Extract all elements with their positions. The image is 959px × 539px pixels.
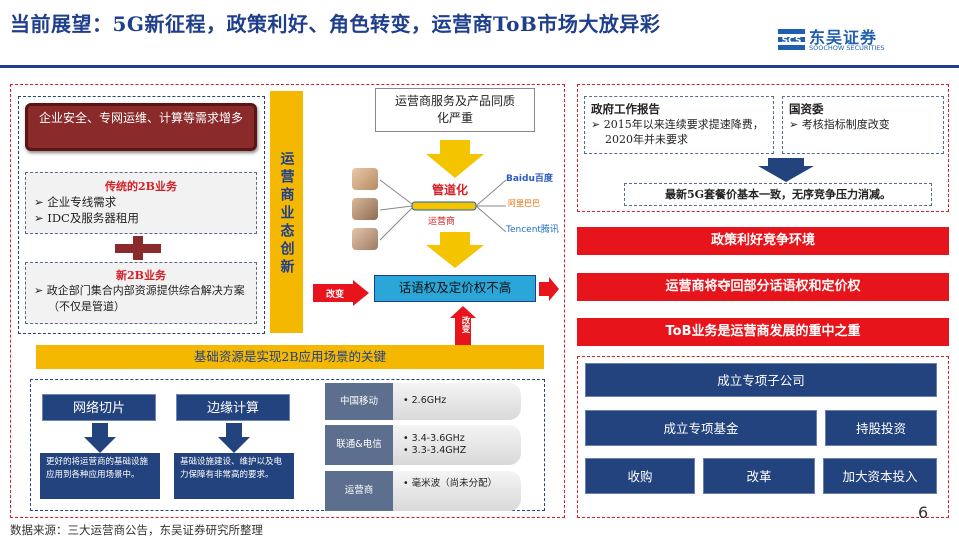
band-list: • 3.4-3.6GHz • 3.3-3.4GHZ <box>393 425 521 465</box>
foundation-bar: 基础资源是实现2B应用场景的关键 <box>36 345 544 369</box>
band-list: • 毫米波（尚未分配） <box>393 471 521 511</box>
change-arrow-up-label: 改变 <box>460 316 470 333</box>
tech-group-frame <box>30 379 545 511</box>
business-group-frame <box>18 96 265 334</box>
network-slicing-desc: 更好的将运营商的基础设施应用到各种应用场景中。 <box>40 453 160 499</box>
operator-tag: 中国移动 <box>325 383 393 420</box>
gov-report-box: 政府工作报告 ➢ 2015年以来连续要求提速降费，2020年并未要求 <box>584 96 774 154</box>
arrow-right-icon <box>539 277 559 301</box>
pipeline-label: 管道化 <box>432 183 469 197</box>
policy-competition-bar: 政策利好竞争环境 <box>577 227 949 255</box>
pricing-power-bar: 运营商将夺回部分话语权和定价权 <box>577 273 949 301</box>
traditional-2b-item: ➢ IDC及服务器租用 <box>34 211 139 225</box>
page-title: 当前展望：5G新征程，政策利好、角色转变，运营商ToB市场大放异彩 <box>10 12 661 36</box>
sasac-box: 国资委 ➢ 考核指标制度改变 <box>782 96 944 154</box>
tob-priority-bar: ToB业务是运营商发展的重中之重 <box>577 318 949 346</box>
action-capital-investment: 加大资本投入 <box>823 458 937 494</box>
plus-icon <box>115 236 161 260</box>
actions-panel-frame <box>577 356 949 518</box>
conclusion-box: 最新5G套餐价基本一致，无序竞争压力消减。 <box>624 183 932 206</box>
network-slicing-button: 网络切片 <box>42 394 156 421</box>
traditional-2b-box: 传统的2B业务 ➢ 企业专线需求 ➢ IDC及服务器租用 <box>25 172 257 234</box>
logo-chinese-name: 东吴证券 <box>809 28 878 47</box>
action-special-fund: 成立专项基金 <box>585 410 817 446</box>
change-arrow-label: 改变 <box>325 290 344 300</box>
down-arrow-icon <box>426 232 484 268</box>
person-photo-icon <box>352 168 378 190</box>
pricing-power-box: 话语权及定价权不高 <box>374 275 536 302</box>
policy-panel-frame <box>577 84 949 212</box>
down-arrow-icon <box>426 140 484 178</box>
vertical-innovation-text: 运营商业态创新 <box>278 151 295 277</box>
soochow-logo-icon: SCS <box>778 29 805 50</box>
left-panel-frame <box>10 84 565 518</box>
change-arrow-up-icon <box>450 306 476 346</box>
new-2b-box: 新2B业务 ➢ 政企部门集合内部资源提供综合解决方案（不仅是管道） <box>25 262 257 324</box>
band-item: • 毫米波（尚未分配） <box>403 478 498 489</box>
person-photo-icon <box>352 228 378 250</box>
action-equity-investment: 持股投资 <box>825 410 937 446</box>
new-2b-title: 新2B业务 <box>116 269 166 282</box>
person-photo-icon <box>352 198 378 220</box>
tencent-logo: Tencent腾讯 <box>506 225 559 235</box>
action-subsidiary: 成立专项子公司 <box>585 363 937 397</box>
demand-box: 企业安全、专网运维、计算等需求增多 <box>25 103 257 151</box>
band-item: • 2.6GHz <box>403 395 447 406</box>
down-arrow-icon <box>84 423 116 453</box>
operator-tag: 联通&电信 <box>325 425 393 465</box>
edge-computing-button: 边缘计算 <box>176 394 290 421</box>
gov-report-item: ➢ 2015年以来连续要求提速降费，2020年并未要求 <box>591 118 764 146</box>
band-list: • 2.6GHz <box>393 383 521 420</box>
alibaba-logo: 阿里巴巴 <box>508 199 540 208</box>
gov-report-title: 政府工作报告 <box>591 102 660 116</box>
band-item: • 3.4-3.6GHz <box>403 433 465 444</box>
down-arrow-icon <box>758 158 814 182</box>
band-item: • 3.3-3.4GHZ <box>403 445 467 456</box>
traditional-2b-title: 传统的2B业务 <box>105 180 177 193</box>
action-reform: 改革 <box>703 458 815 494</box>
baidu-logo: Baidu百度 <box>506 174 553 184</box>
operator-label: 运营商 <box>428 217 456 227</box>
sasac-item: ➢ 考核指标制度改变 <box>789 118 890 131</box>
action-acquisition: 收购 <box>585 458 695 494</box>
svg-text:SCS: SCS <box>782 36 802 46</box>
logo-english-name: SOOCHOW SECURITIES <box>809 44 885 52</box>
traditional-2b-item: ➢ 企业专线需求 <box>34 195 117 209</box>
brand-logo: SCS 东吴证券 SOOCHOW SECURITIES <box>778 28 913 52</box>
pipeline-lines-icon <box>379 179 507 241</box>
sasac-title: 国资委 <box>789 102 824 116</box>
page-number: 6 <box>918 503 929 522</box>
new-2b-item: ➢ 政企部门集合内部资源提供综合解决方案（不仅是管道） <box>34 284 245 313</box>
title-divider <box>0 65 959 68</box>
data-source: 数据来源：三大运营商公告，东吴证券研究所整理 <box>10 523 263 537</box>
edge-computing-desc: 基础设施建设、维护以及电力保障有非常高的要求。 <box>174 453 294 499</box>
change-arrow-right-icon <box>313 280 369 306</box>
homogenization-box: 运营商服务及产品同质化严重 <box>375 88 535 132</box>
vertical-innovation-label: 运营商业态创新 <box>270 91 303 333</box>
down-arrow-icon <box>218 423 250 453</box>
operator-tag: 运营商 <box>325 471 393 511</box>
